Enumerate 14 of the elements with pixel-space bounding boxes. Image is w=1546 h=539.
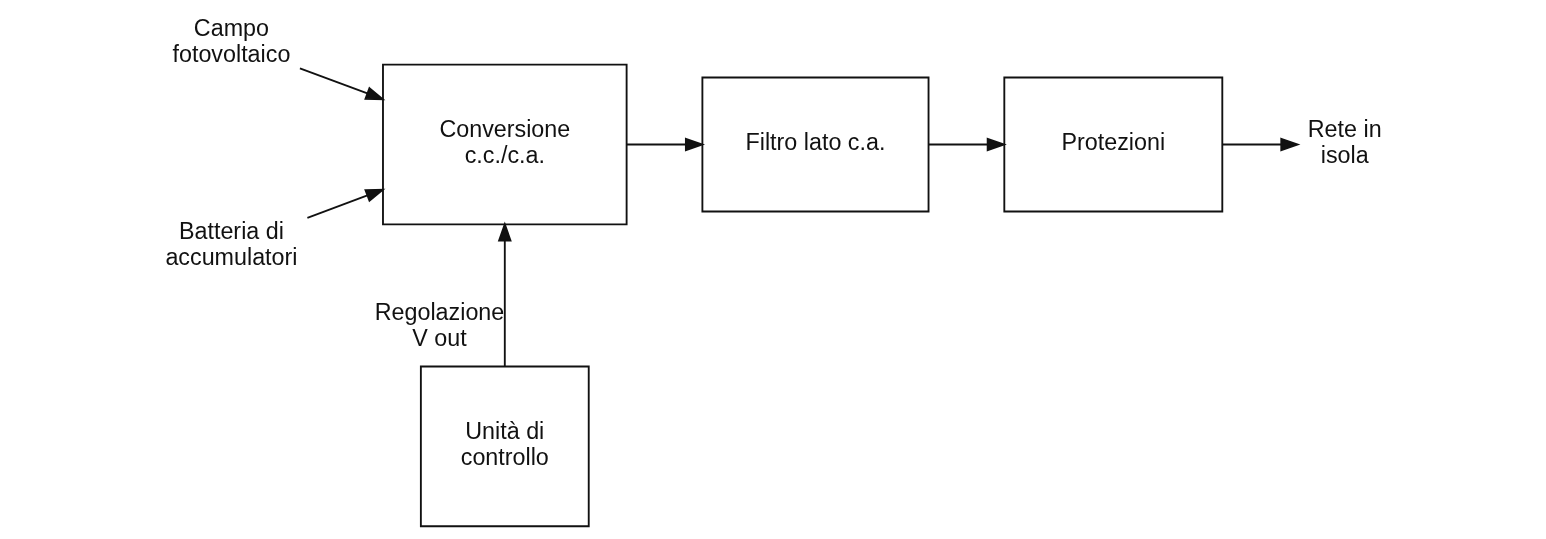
arrow <box>497 221 512 368</box>
arrow <box>927 137 1007 152</box>
node-box: Filtro lato c.a. <box>700 76 929 213</box>
node-box: Unità di controllo <box>419 365 590 528</box>
node-box: Conversione c.c./c.a. <box>381 63 628 226</box>
node-text: Batteria di accumulatori <box>164 217 297 270</box>
arrow <box>625 137 705 152</box>
node-box: Protezioni <box>1002 76 1223 213</box>
arrow <box>305 188 385 219</box>
node-text: Rete in isola <box>1307 116 1382 169</box>
node-text: Campo fotovoltaico <box>172 15 290 67</box>
arrow <box>1221 137 1300 152</box>
arrow <box>298 67 385 101</box>
edge-label: Regolazione V out <box>374 299 504 351</box>
